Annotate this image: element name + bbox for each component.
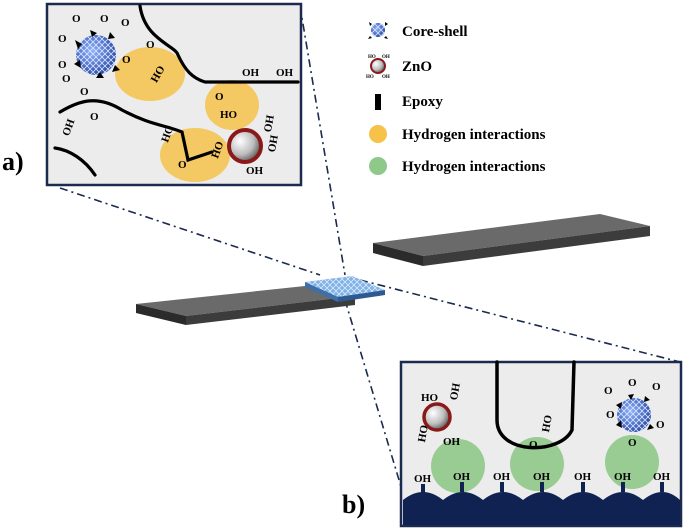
svg-text:O: O bbox=[100, 13, 109, 25]
svg-text:OH: OH bbox=[448, 382, 463, 401]
h-bond-yellow-icon bbox=[369, 125, 387, 143]
svg-text:HO: HO bbox=[368, 55, 376, 60]
substrate bbox=[403, 482, 680, 525]
svg-text:OH: OH bbox=[246, 165, 264, 177]
svg-text:HO: HO bbox=[209, 139, 226, 160]
svg-text:O: O bbox=[604, 385, 613, 397]
svg-text:O: O bbox=[628, 437, 637, 449]
h-bond-yellow bbox=[205, 80, 259, 130]
legend: Core-shell HO OH HO OH ZnO Epoxy Hydroge… bbox=[366, 22, 546, 175]
svg-text:OH: OH bbox=[443, 436, 461, 448]
svg-text:O: O bbox=[606, 409, 615, 421]
h-bond-green bbox=[510, 437, 564, 491]
svg-text:HO: HO bbox=[366, 75, 374, 80]
svg-text:O: O bbox=[90, 111, 99, 123]
svg-text:O: O bbox=[58, 33, 67, 45]
svg-text:OH: OH bbox=[453, 471, 471, 483]
svg-text:OH: OH bbox=[382, 75, 390, 80]
svg-text:O: O bbox=[58, 59, 67, 71]
svg-text:O: O bbox=[628, 377, 637, 389]
core-shell-particle-b bbox=[616, 394, 654, 432]
svg-text:HO: HO bbox=[416, 424, 431, 443]
svg-text:OH: OH bbox=[614, 471, 632, 483]
svg-text:O: O bbox=[121, 17, 130, 29]
legend-hb-yellow: Hydrogen interactions bbox=[402, 127, 546, 143]
svg-text:OH: OH bbox=[266, 134, 281, 153]
h-bond-green bbox=[605, 435, 659, 489]
svg-text:OH: OH bbox=[493, 471, 511, 483]
svg-text:HO: HO bbox=[220, 109, 238, 121]
svg-text:OH: OH bbox=[276, 67, 294, 79]
epoxy-icon bbox=[375, 94, 381, 110]
svg-text:O: O bbox=[72, 13, 81, 25]
svg-text:OH: OH bbox=[533, 471, 551, 483]
zno-particle bbox=[227, 128, 263, 164]
core-shell-particle: O O O O O O O bbox=[58, 13, 130, 98]
legend-zno: ZnO bbox=[402, 59, 432, 75]
connector-lines bbox=[59, 5, 681, 501]
panel-a: O O O O O O O O O HO OH OH O HO O OH HO … bbox=[45, 2, 303, 187]
svg-text:HO: HO bbox=[159, 123, 176, 144]
h-bond-green bbox=[431, 439, 485, 493]
legend-hb-green: Hydrogen interactions bbox=[402, 159, 546, 175]
core-shell-icon bbox=[368, 22, 388, 39]
h-bond-yellow bbox=[160, 128, 230, 182]
panel-a-label: a) bbox=[2, 147, 24, 176]
panel-b: HO OH HO OH HO O O O O O O O OH OH OH OH… bbox=[399, 360, 683, 528]
legend-epoxy: Epoxy bbox=[402, 94, 443, 110]
svg-text:HO: HO bbox=[540, 414, 555, 433]
h-bond-green-icon bbox=[369, 157, 387, 175]
zno-icon: HO OH HO OH bbox=[366, 55, 390, 80]
zno-particle-b bbox=[422, 402, 452, 432]
svg-text:O: O bbox=[178, 159, 187, 171]
svg-text:O: O bbox=[215, 91, 224, 103]
svg-text:O: O bbox=[122, 54, 131, 66]
legend-core-shell: Core-shell bbox=[402, 24, 468, 40]
specimen-beams bbox=[136, 214, 650, 325]
svg-text:OH: OH bbox=[262, 114, 277, 133]
svg-text:HO: HO bbox=[421, 392, 439, 404]
svg-text:O: O bbox=[656, 419, 665, 431]
svg-text:OH: OH bbox=[414, 473, 432, 485]
panel-b-label: b) bbox=[342, 490, 365, 519]
svg-text:OH: OH bbox=[242, 67, 260, 79]
svg-text:OH: OH bbox=[382, 55, 390, 60]
svg-text:OH: OH bbox=[60, 117, 77, 138]
h-bond-yellow bbox=[115, 47, 185, 101]
svg-text:OH: OH bbox=[574, 471, 592, 483]
svg-text:OH: OH bbox=[653, 471, 671, 483]
svg-text:O: O bbox=[62, 73, 71, 85]
svg-text:O: O bbox=[529, 439, 538, 451]
svg-text:O: O bbox=[146, 39, 155, 51]
svg-text:O: O bbox=[80, 86, 89, 98]
svg-text:O: O bbox=[652, 381, 661, 393]
